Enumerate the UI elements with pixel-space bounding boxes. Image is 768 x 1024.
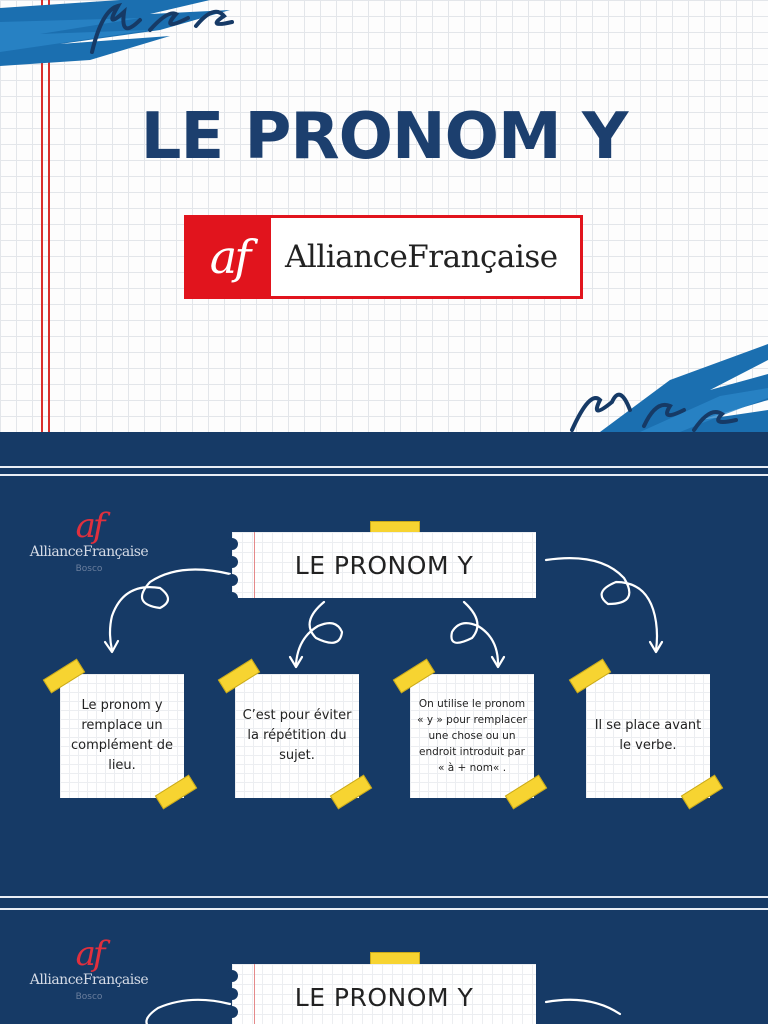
alliance-francaise-logo: af AllianceFrançaise (184, 215, 583, 299)
connector-arrows (103, 557, 664, 669)
small-logo: af AllianceFrançaise Bosco (24, 936, 154, 1002)
logo-name: AllianceFrançaise (285, 239, 558, 275)
logo-mark: af (75, 506, 106, 546)
logo-mark: af (187, 218, 271, 296)
note-card: Le pronom y remplace un complément de li… (60, 674, 184, 798)
content-slide: af AllianceFrançaise Bosco LE PRONOM Y (0, 898, 768, 1024)
note-card: C’est pour éviter la répétition du sujet… (235, 674, 359, 798)
logo-city: Bosco (75, 564, 103, 574)
title-slide: LE PRONOM Y af AllianceFrançaise (0, 0, 768, 432)
connector-arrows (145, 998, 622, 1024)
note-card: On utilise le pronom « y » pour remplace… (410, 674, 534, 798)
binder-holes (226, 538, 238, 604)
note-text: Le pronom y remplace un complément de li… (70, 698, 173, 773)
note-text: C’est pour éviter la répétition du sujet… (242, 708, 352, 763)
logo-name: AllianceFrançaise (29, 972, 149, 988)
binder-holes (226, 970, 238, 1024)
margin-line (41, 0, 43, 432)
note-text: Il se place avant le verbe. (594, 718, 702, 753)
card-title: LE PRONOM Y (294, 550, 474, 580)
divider (0, 474, 768, 476)
title-card: LE PRONOM Y (226, 964, 536, 1024)
page-title: LE PRONOM Y (140, 100, 629, 174)
divider (0, 896, 768, 898)
logo-name: AllianceFrançaise (29, 544, 149, 560)
note-text: On utilise le pronom « y » pour remplace… (417, 698, 527, 774)
logo-city: Bosco (75, 992, 103, 1002)
title-card: LE PRONOM Y (226, 532, 536, 604)
divider (0, 908, 768, 910)
note-card: Il se place avant le verbe. (586, 674, 710, 798)
divider (0, 466, 768, 468)
logo-mark: af (75, 934, 106, 974)
small-logo: af AllianceFrançaise Bosco (24, 508, 154, 574)
margin-line (48, 0, 50, 432)
content-slide: af AllianceFrançaise Bosco LE PRONOM Y L… (0, 432, 768, 898)
card-title: LE PRONOM Y (294, 982, 474, 1012)
brush-stroke-decoration (0, 0, 234, 66)
brush-stroke-decoration (570, 344, 768, 432)
